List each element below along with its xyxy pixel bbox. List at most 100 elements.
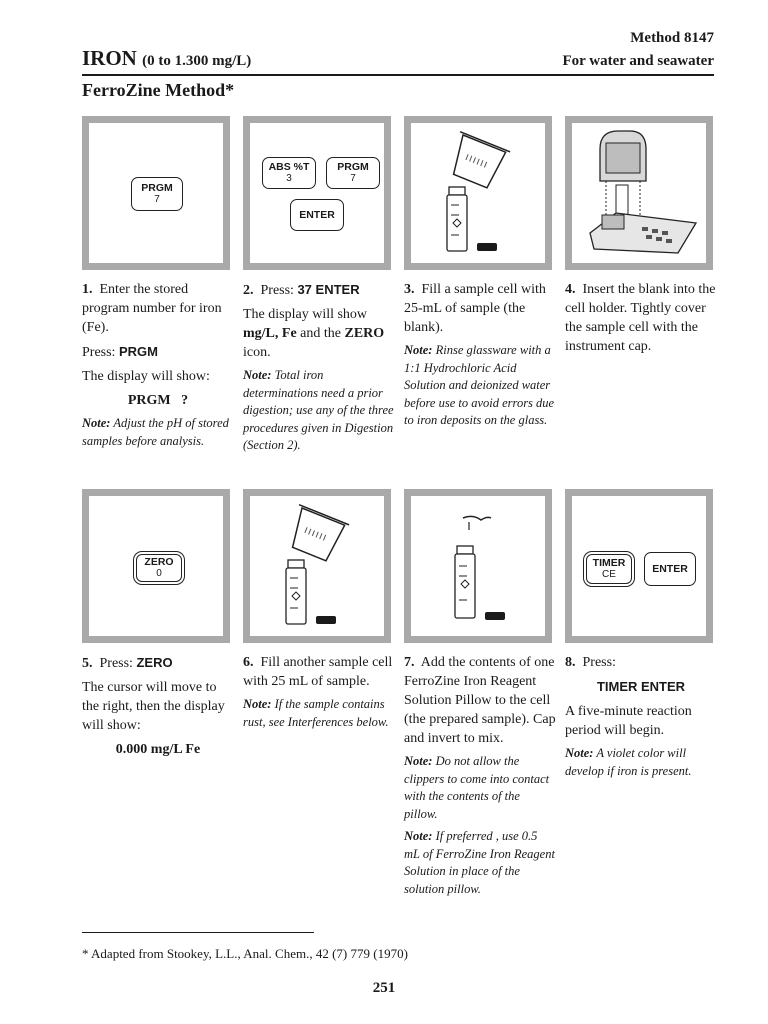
cap-icon <box>477 243 497 251</box>
step-text: and the <box>300 326 341 341</box>
prgm-key-label: PRGM <box>337 161 369 173</box>
method-info: Method 8147 For water and seawater <box>563 27 715 73</box>
page-number: 251 <box>372 980 396 996</box>
step-text: A five-minute reaction period will begin… <box>565 704 692 738</box>
step-1: 1. Enter the stored program number for i… <box>82 280 234 455</box>
note-label: Note: <box>404 829 433 843</box>
step-2: 2. Press: 37 ENTER The display will show… <box>243 280 395 460</box>
panel-step-3 <box>404 116 552 270</box>
zero-key: ZERO 0 <box>133 551 185 585</box>
display-value: 0.000 mg/L Fe <box>115 742 201 757</box>
enter-key: ENTER <box>644 552 696 586</box>
method-scope: For water and seawater <box>562 53 715 69</box>
step-text: Add the contents of one FerroZine Iron R… <box>404 655 556 746</box>
timer-key-sub: CE <box>602 569 616 580</box>
header-rule <box>82 74 714 76</box>
sample-cell-icon <box>285 559 307 625</box>
press-key: TIMER ENTER <box>596 679 686 694</box>
press-label: Press: <box>582 655 616 670</box>
press-label: Press: <box>99 656 133 671</box>
pour-sample-illustration <box>285 503 350 625</box>
timer-key: TIMER CE <box>583 551 635 587</box>
page-title: IRON (0 to 1.300 mg/L) <box>82 46 251 71</box>
note-label: Note: <box>82 416 111 430</box>
note-label: Note: <box>404 754 433 768</box>
sample-cell-icon <box>454 545 476 619</box>
step-number: 8. <box>565 655 576 670</box>
prgm-key: PRGM 7 <box>326 157 380 189</box>
step-text: The display will show <box>243 307 368 322</box>
step-text: Enter the stored program number for iron… <box>82 282 222 335</box>
display-units: mg/L, Fe <box>243 326 297 341</box>
abs-key-label: ABS %T <box>268 161 310 173</box>
panel-step-6 <box>243 489 391 643</box>
note-text: A violet color will develop if iron is p… <box>565 746 692 778</box>
note-text: Rinse glassware with a 1:1 Hydrochloric … <box>404 343 555 427</box>
panel-step-1: PRGM 7 <box>82 116 230 270</box>
note-label: Note: <box>243 368 272 382</box>
cap-icon <box>485 612 505 620</box>
panel-step-7 <box>404 489 552 643</box>
zero-key-number: 0 <box>156 568 162 579</box>
step-number: 2. <box>243 283 254 298</box>
note-text: If preferred , use 0.5 mL of FerroZine I… <box>404 829 555 896</box>
step-number: 6. <box>243 655 254 670</box>
beaker-icon <box>291 503 350 562</box>
step-7: 7. Add the contents of one FerroZine Iro… <box>404 653 556 903</box>
step-number: 1. <box>82 282 93 297</box>
method-number: Method 8147 <box>630 30 714 46</box>
abs-key-number: 3 <box>286 173 292 184</box>
step-number: 3. <box>404 282 415 297</box>
panel-step-5: ZERO 0 <box>82 489 230 643</box>
step-text: Fill a sample cell with 25-mL of sample … <box>404 282 546 335</box>
note-label: Note: <box>404 343 433 357</box>
footnote: * Adapted from Stookey, L.L., Anal. Chem… <box>82 946 408 961</box>
cap-icon <box>316 616 336 624</box>
panel-step-2: ABS %T 3 PRGM 7 ENTER <box>243 116 391 270</box>
step-number: 4. <box>565 282 576 297</box>
step-8: 8. Press: TIMER ENTER A five-minute reac… <box>565 653 717 785</box>
step-text: The cursor will move to the right, then … <box>82 680 225 733</box>
step-text: Insert the blank into the cell holder. T… <box>565 282 716 354</box>
pour-sample-illustration <box>446 130 511 252</box>
step-number: 5. <box>82 656 93 671</box>
press-label: Press: <box>82 345 116 360</box>
zero-key-label: ZERO <box>144 556 174 568</box>
sample-cell-icon <box>446 186 468 252</box>
enter-key: ENTER <box>290 199 344 231</box>
timer-key-label: TIMER <box>592 557 626 569</box>
spectrophotometer-icon <box>589 212 698 254</box>
enter-key-label: ENTER <box>299 209 335 221</box>
panel-step-8: TIMER CE ENTER <box>565 489 713 643</box>
note-label: Note: <box>243 697 272 711</box>
panel-step-4 <box>565 116 713 270</box>
title-range: (0 to 1.300 mg/L) <box>142 53 252 69</box>
press-key: PRGM <box>118 344 158 359</box>
prgm-key-number: 7 <box>350 173 356 184</box>
step-number: 7. <box>404 655 415 670</box>
prgm-key-number: 7 <box>154 194 160 205</box>
note-text: Do not allow the clippers to come into c… <box>404 754 550 821</box>
display-value: PRGM ? <box>127 393 189 408</box>
reagent-pillow-icon <box>462 515 492 521</box>
press-key: ZERO <box>136 655 173 670</box>
note-label: Note: <box>565 746 594 760</box>
press-label: Press: <box>260 283 294 298</box>
abs-key: ABS %T 3 <box>262 157 316 189</box>
note-text: If the sample contains rust, see Interfe… <box>243 697 389 729</box>
step-5: 5. Press: ZERO The cursor will move to t… <box>82 653 234 764</box>
title: IRON <box>82 46 137 70</box>
instrument-illustration <box>589 130 698 254</box>
instrument-cap-icon <box>599 130 647 182</box>
prgm-key: PRGM 7 <box>131 177 183 211</box>
press-key: 37 ENTER <box>297 282 360 297</box>
step-6: 6. Fill another sample cell with 25 mL o… <box>243 653 395 736</box>
display-text: The display will show: <box>82 369 210 384</box>
note-text: Adjust the pH of stored samples before a… <box>82 416 229 448</box>
beaker-icon <box>452 130 511 189</box>
enter-key-label: ENTER <box>652 563 688 575</box>
add-reagent-illustration <box>454 515 505 620</box>
step-3: 3. Fill a sample cell with 25-mL of samp… <box>404 280 556 435</box>
method-name: FerroZine Method* <box>82 80 235 100</box>
step-4: 4. Insert the blank into the cell holder… <box>565 280 717 361</box>
